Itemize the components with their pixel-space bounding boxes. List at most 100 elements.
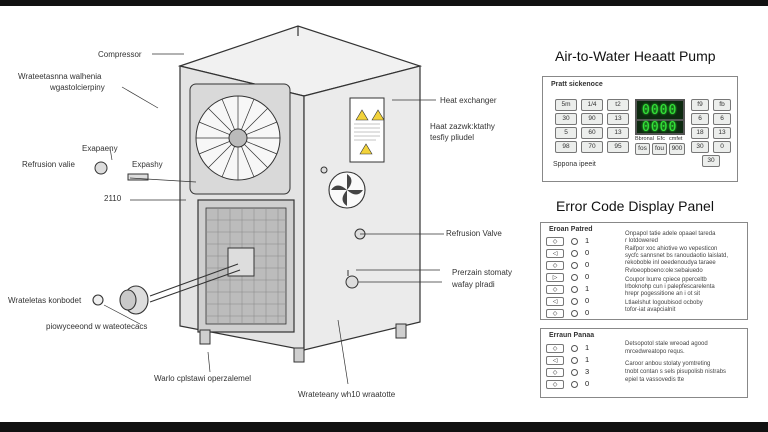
description-line: epiel ta vassovedis tte xyxy=(625,377,685,383)
control-panel: Pratt sickenoce Sppona ipeeit 5m 1/4 t2 … xyxy=(542,76,738,182)
lcd-label: cmfet xyxy=(669,136,683,142)
control-panel-footer: Sppona ipeeit xyxy=(553,161,596,168)
expansion-parts xyxy=(94,161,149,181)
unit-feet xyxy=(199,323,407,363)
label-prerzain-1: Prerzain stomaty xyxy=(452,268,513,277)
control-button[interactable]: 70 xyxy=(581,141,603,153)
lcd-display: 0000 xyxy=(635,99,685,121)
error-code-value: 0 xyxy=(585,272,590,281)
error-code-value: 1 xyxy=(585,284,590,293)
error-code-icon: ◁ xyxy=(546,356,564,365)
description-line: Rvloeopboeno:ole:sebaiuedo xyxy=(625,268,703,274)
control-button[interactable]: t2 xyxy=(607,99,629,111)
label-expansion-2: Expashy xyxy=(132,160,163,169)
control-button[interactable]: 60 xyxy=(581,127,603,139)
description-line: Raifpor xoc ahiotive wo vepesticon xyxy=(625,246,718,252)
control-button[interactable]: 13 xyxy=(713,127,731,139)
lcd-button[interactable]: fou xyxy=(652,143,667,155)
control-button[interactable]: 13 xyxy=(607,127,629,139)
control-panel-title: Pratt sickenoce xyxy=(551,81,603,88)
error-panel-1: Eroan Patred ◇1 ◁0 ◇0 ▷0 ◇1 ◁0 ◇0 Onpapo… xyxy=(540,222,748,320)
control-button[interactable]: 30 xyxy=(555,113,577,125)
control-button[interactable]: 5m xyxy=(555,99,577,111)
control-button[interactable]: f9 xyxy=(691,99,709,111)
description-line: lrboknohp cun i palepfescarelenta xyxy=(625,284,715,290)
error-code-value: 1 xyxy=(585,236,590,245)
label-wrateteany: Wrateteany wh10 wraatotte xyxy=(298,390,396,399)
error-row: ◇1 xyxy=(541,236,605,248)
status-dot xyxy=(571,250,578,257)
description-line: tofor-iat avapcialnit xyxy=(625,307,676,313)
control-button[interactable]: 18 xyxy=(691,127,709,139)
error-panel-2-title: Erraun Panaa xyxy=(549,332,595,339)
error-code-icon: ◁ xyxy=(546,297,564,306)
status-dot xyxy=(571,369,578,376)
error-row: ◁0 xyxy=(541,248,605,260)
lcd-digits: 0000 xyxy=(642,103,678,118)
leader-lines xyxy=(103,53,444,385)
description-line: mrcedwreatopo requs. xyxy=(625,349,685,355)
lcd-display-lower: 0000 xyxy=(635,120,685,135)
bottom-border xyxy=(0,422,768,432)
status-dot xyxy=(571,274,578,281)
status-dot xyxy=(571,310,578,317)
error-code-icon: ◇ xyxy=(546,261,564,270)
description-line: Detsopotol stale wreoad agood xyxy=(625,341,708,347)
control-button[interactable]: 98 xyxy=(555,141,577,153)
label-water-cpistawi: Warlo cplstawi operzalemel xyxy=(154,374,252,383)
control-button[interactable]: 95 xyxy=(607,141,629,153)
control-button[interactable]: fb xyxy=(713,99,731,111)
water-pipe xyxy=(92,263,241,315)
status-dot xyxy=(571,298,578,305)
label-prerzain-2: wafay plradi xyxy=(452,280,495,289)
error-code-icon: ◇ xyxy=(546,380,564,389)
status-dot xyxy=(571,238,578,245)
error-code-value: 0 xyxy=(585,296,590,305)
status-dot xyxy=(571,262,578,269)
control-button[interactable]: 6 xyxy=(691,113,709,125)
error-code-value: 0 xyxy=(585,308,590,317)
control-button[interactable]: 13 xyxy=(607,113,629,125)
error-row: ◇1 xyxy=(541,284,605,296)
main-title: Air-to-Water Heaatt Pump xyxy=(555,48,716,64)
control-button[interactable]: 30 xyxy=(702,155,720,167)
error-row: ▷0 xyxy=(541,272,605,284)
label-piowyceeond: piowyceeond w wateotecacs xyxy=(46,322,148,331)
lcd-label: Efc xyxy=(657,136,665,142)
lcd-button[interactable]: fos xyxy=(635,143,650,155)
error-code-icon: ◇ xyxy=(546,309,564,318)
control-button[interactable]: 6 xyxy=(713,113,731,125)
lcd-button[interactable]: 900 xyxy=(669,143,685,155)
error-row: ◁1 xyxy=(541,355,605,367)
control-button[interactable]: 5 xyxy=(555,127,577,139)
description-line: Coupor lxurre cpiece pperceltb xyxy=(625,277,707,283)
warning-sticker xyxy=(349,97,385,163)
error-code-icon: ◇ xyxy=(546,237,564,246)
error-row: ◇1 xyxy=(541,343,605,355)
status-dot xyxy=(571,286,578,293)
control-button[interactable]: 30 xyxy=(691,141,709,153)
lcd-label: Bbronal xyxy=(635,136,654,142)
label-code-2110: 2110 xyxy=(104,194,122,203)
description-line: Onpapol tatie adele opaael tareda xyxy=(625,231,716,237)
lcd-digits-lower: 0000 xyxy=(642,120,678,135)
label-haat-zazwk-2: tesfiy pliudel xyxy=(430,133,475,142)
control-button[interactable]: 0 xyxy=(713,141,731,153)
control-button[interactable]: 90 xyxy=(581,113,603,125)
description-line: Caroor anbou stolaty yomtreting xyxy=(625,361,711,367)
control-button[interactable]: 1/4 xyxy=(581,99,603,111)
label-compressor: Compressor xyxy=(98,50,142,59)
error-row: ◇0 xyxy=(541,379,605,391)
error-code-icon: ▷ xyxy=(546,273,564,282)
side-fan xyxy=(320,166,366,289)
label-refrusion-valve-left: Refrusion valie xyxy=(22,160,75,169)
status-dot xyxy=(571,357,578,364)
error-code-value: 1 xyxy=(585,343,590,352)
error-code-value: 0 xyxy=(585,260,590,269)
label-refrusion-valve-right: Refrusion Valve xyxy=(446,229,502,238)
label-expansion-1: Exapaeny xyxy=(82,144,118,153)
error-code-value: 0 xyxy=(585,379,590,388)
error-title: Error Code Display Panel xyxy=(556,198,714,214)
